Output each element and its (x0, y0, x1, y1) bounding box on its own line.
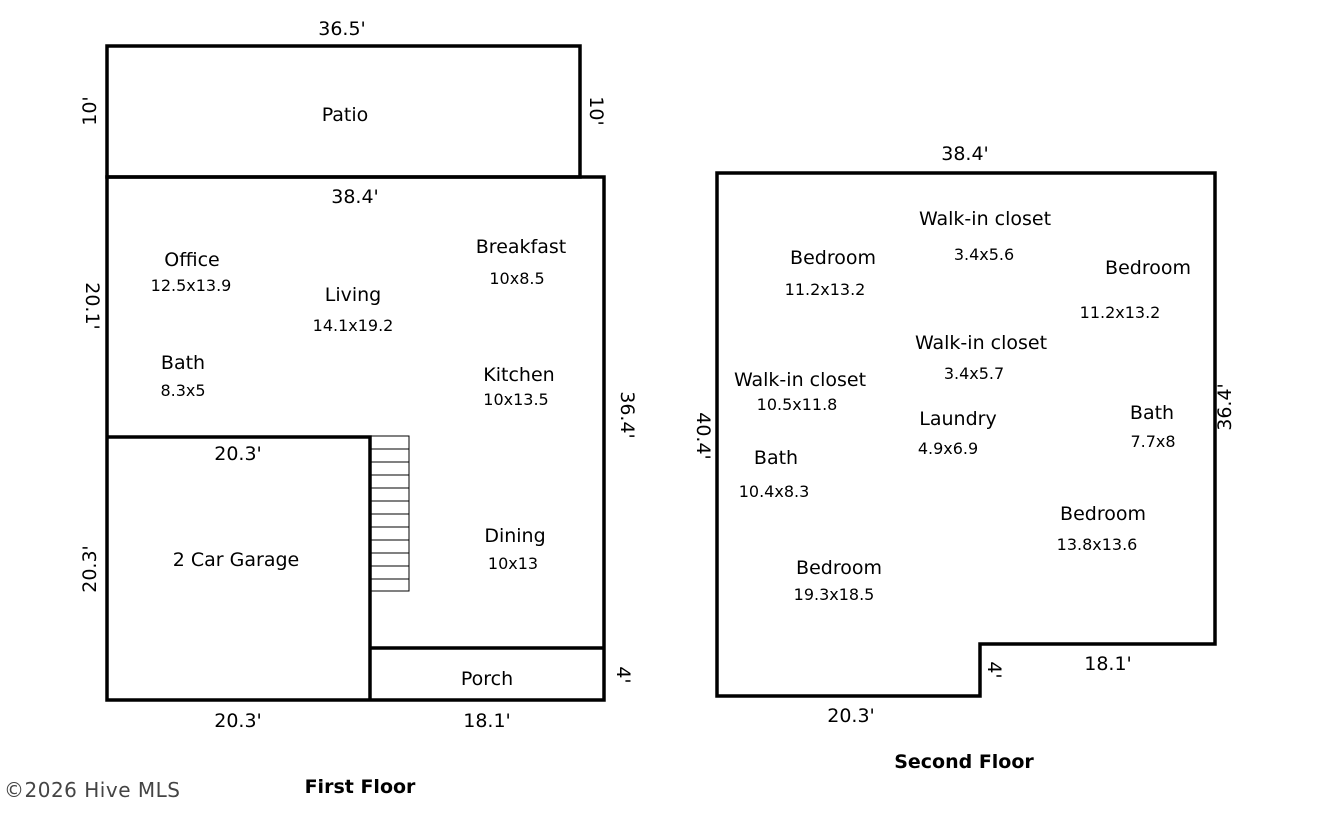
room-laundry: Laundry (919, 408, 996, 430)
room-wic-1: Walk-in closet (919, 208, 1051, 230)
room-breakfast-size: 10x8.5 (489, 269, 544, 288)
dim-garage-bottom: 20.3' (214, 710, 262, 732)
first-floor: 36.5' 10' 10' 38.4' 20.1' 36.4' 20.3' 20… (79, 18, 638, 798)
dim-second-bottom-right: 18.1' (1084, 653, 1132, 675)
room-porch: Porch (461, 668, 513, 690)
copyright-watermark: ©2026 Hive MLS (4, 778, 180, 802)
dim-main-top: 38.4' (331, 186, 379, 208)
dim-patio-left: 10' (79, 96, 101, 125)
room-bath-1: Bath (1130, 402, 1174, 424)
dim-patio-top: 36.5' (318, 18, 366, 40)
dim-patio-right: 10' (585, 96, 607, 125)
dim-second-notch: 4' (983, 661, 1005, 678)
dim-second-right: 36.4' (1214, 383, 1236, 431)
room-bedroom-2: Bedroom (1105, 257, 1191, 279)
room-bedroom-4-size: 19.3x18.5 (794, 585, 875, 604)
room-bedroom-3-size: 13.8x13.6 (1057, 535, 1138, 554)
room-bath-size: 8.3x5 (160, 381, 205, 400)
second-floor-outline (715, 171, 1217, 698)
room-wic-3: Walk-in closet (734, 369, 866, 391)
room-wic-2-size: 3.4x5.7 (944, 364, 1004, 383)
room-breakfast: Breakfast (476, 236, 566, 258)
room-bedroom-1: Bedroom (790, 247, 876, 269)
staircase (370, 435, 410, 592)
second-floor: 38.4' 40.4' 36.4' 20.3' 18.1' 4' Walk-in… (692, 143, 1236, 773)
dim-main-left: 20.1' (81, 282, 103, 330)
second-floor-title: Second Floor (894, 751, 1034, 773)
room-bedroom-4: Bedroom (796, 557, 882, 579)
room-bedroom-3: Bedroom (1060, 503, 1146, 525)
room-office-size: 12.5x13.9 (151, 276, 232, 295)
dim-second-bottom-left: 20.3' (827, 705, 875, 727)
room-laundry-size: 4.9x6.9 (918, 439, 978, 458)
first-floor-title: First Floor (305, 776, 416, 798)
dim-second-left: 40.4' (692, 412, 714, 460)
garage-walls (107, 435, 372, 700)
room-bedroom-1-size: 11.2x13.2 (785, 280, 866, 299)
room-office: Office (164, 249, 219, 271)
dim-second-top: 38.4' (941, 143, 989, 165)
room-living: Living (325, 284, 382, 306)
room-wic-1-size: 3.4x5.6 (954, 245, 1014, 264)
dim-main-right: 36.4' (616, 391, 638, 439)
room-dining: Dining (484, 525, 545, 547)
room-patio: Patio (322, 104, 369, 126)
dim-porch-bottom: 18.1' (463, 710, 511, 732)
room-kitchen-size: 10x13.5 (483, 390, 548, 409)
dim-garage-left: 20.3' (79, 545, 101, 593)
room-bedroom-2-size: 11.2x13.2 (1080, 303, 1161, 322)
room-wic-2: Walk-in closet (915, 332, 1047, 354)
room-bath-2-size: 10.4x8.3 (739, 482, 810, 501)
room-bath-2: Bath (754, 447, 798, 469)
room-bath-1-size: 7.7x8 (1130, 432, 1175, 451)
room-kitchen: Kitchen (483, 364, 554, 386)
room-wic-3-size: 10.5x11.8 (757, 395, 838, 414)
room-living-size: 14.1x19.2 (313, 316, 394, 335)
dim-porch-right: 4' (612, 666, 634, 683)
dim-garage-top: 20.3' (214, 443, 262, 465)
room-bath: Bath (161, 352, 205, 374)
room-dining-size: 10x13 (488, 554, 538, 573)
room-garage: 2 Car Garage (173, 549, 299, 571)
